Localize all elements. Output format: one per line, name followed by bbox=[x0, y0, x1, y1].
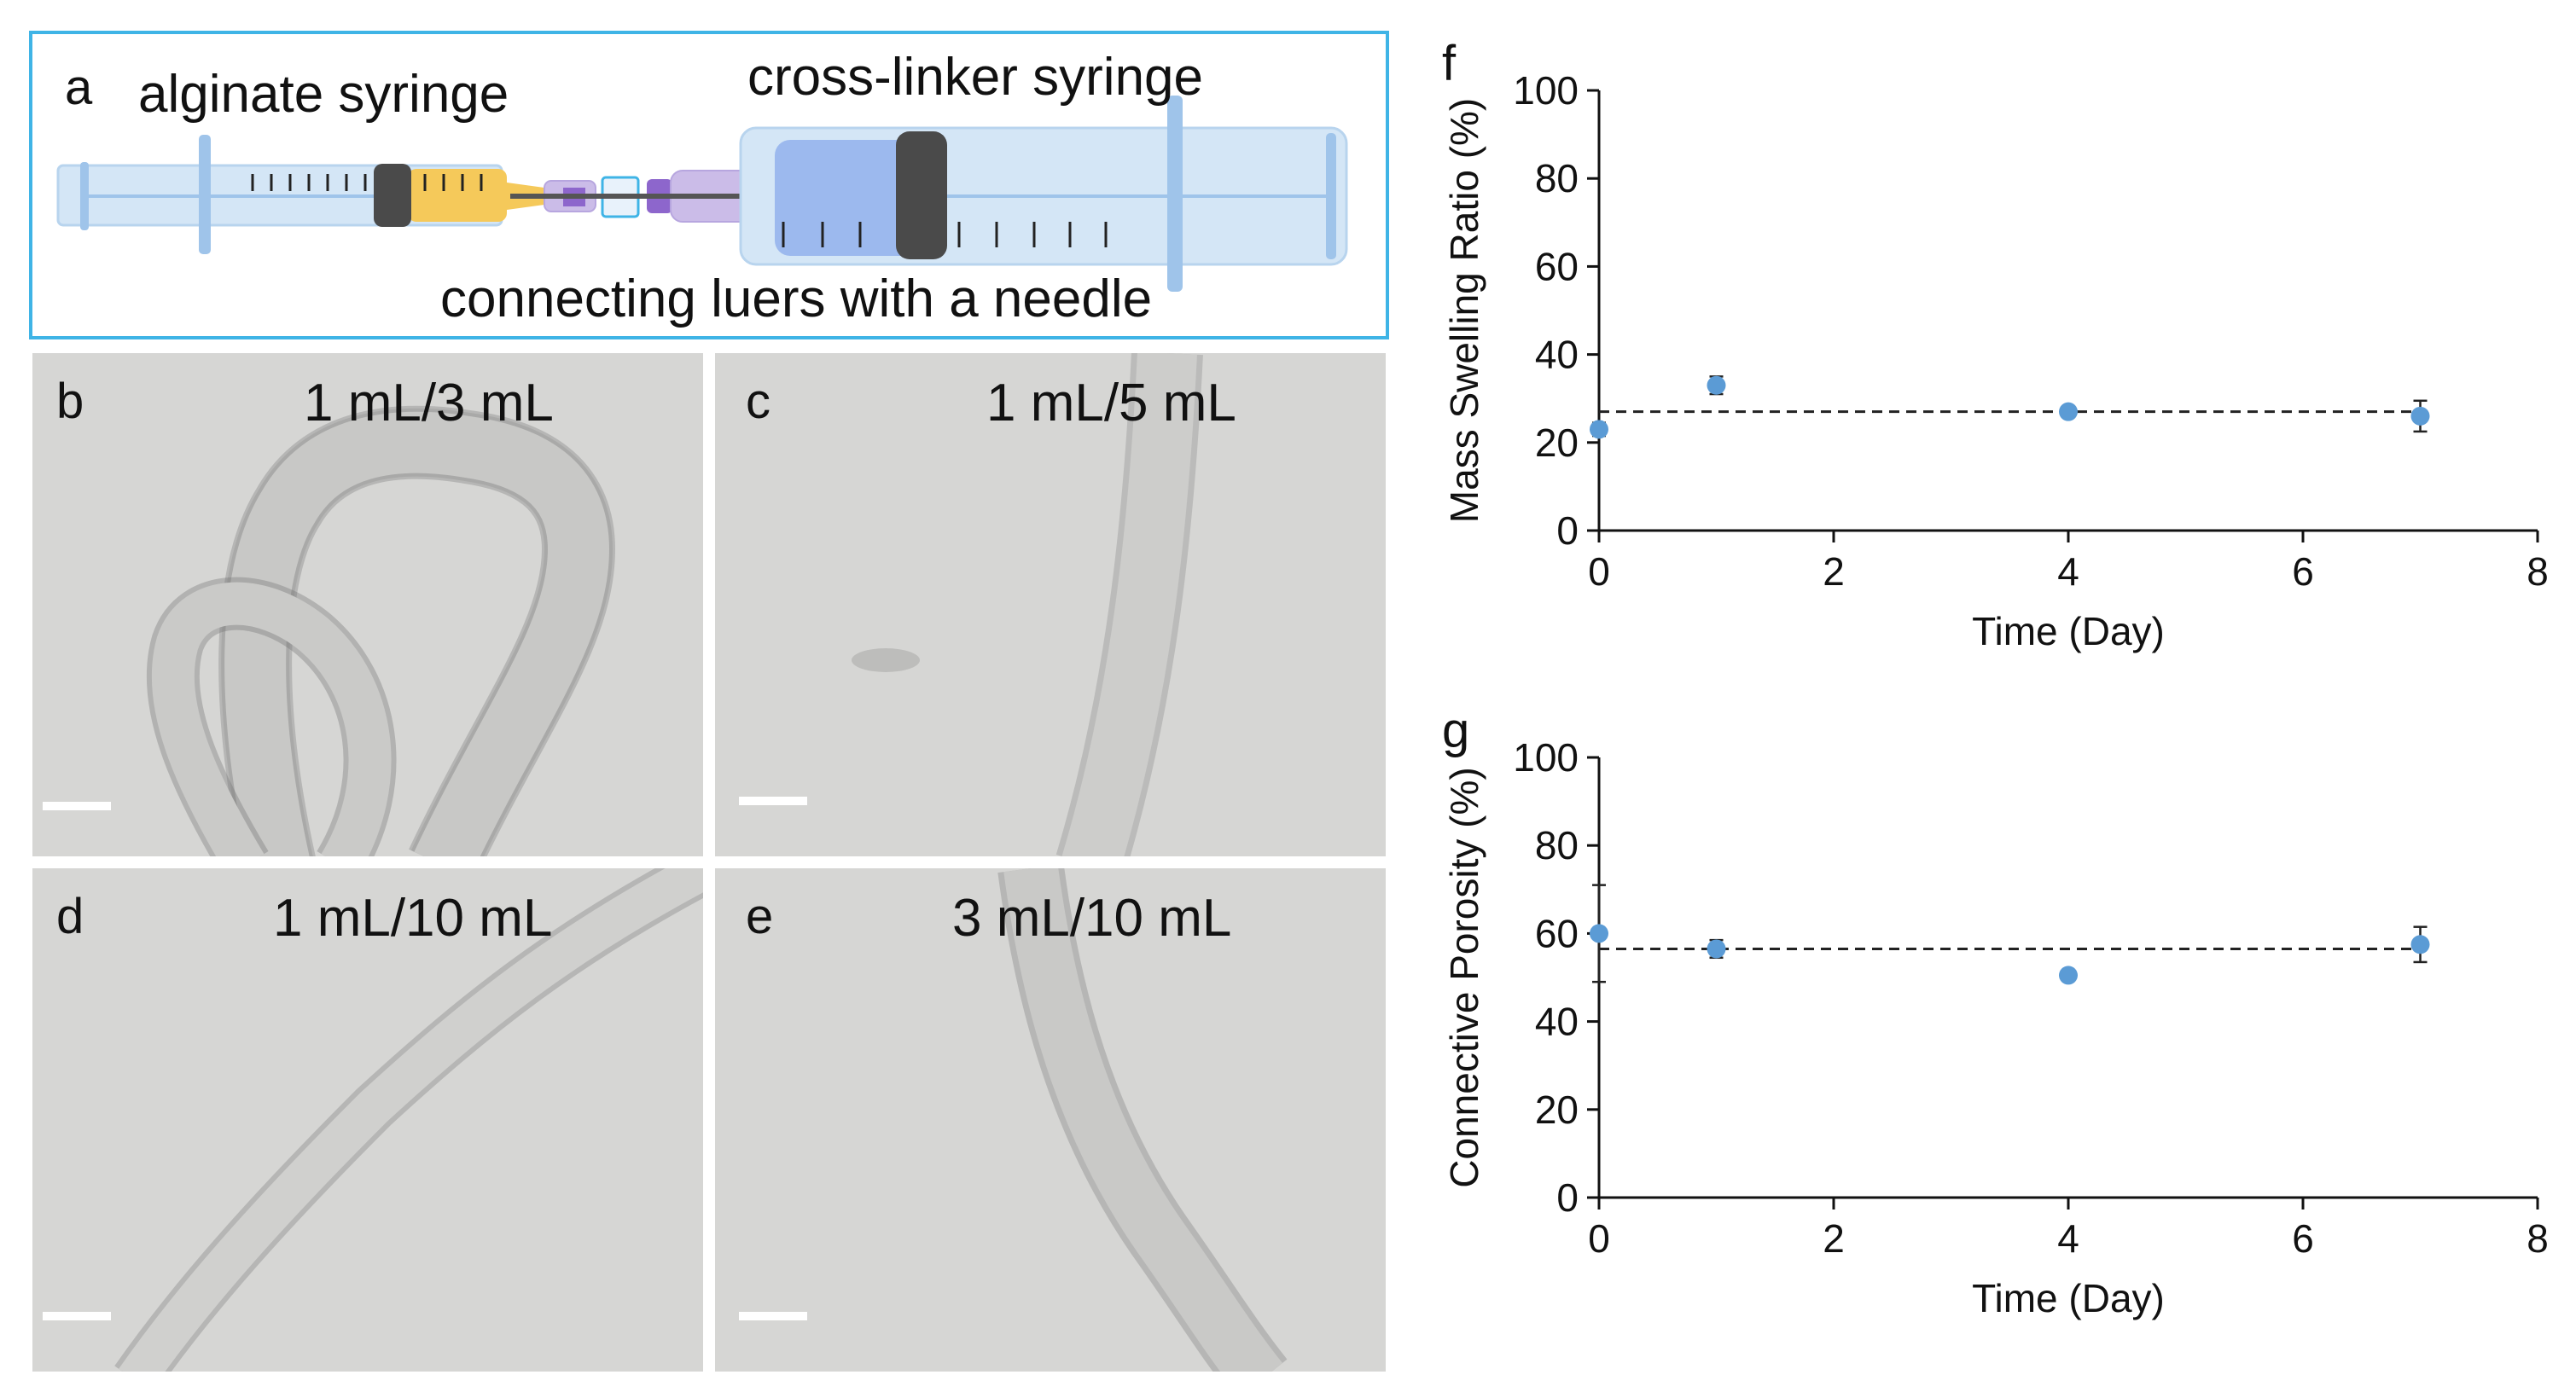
micrograph-c: c 1 mL/5 mL bbox=[715, 353, 1386, 856]
panel-a: a alginate syringe cross-linker syringe … bbox=[29, 31, 1389, 339]
panel-letter-f: f bbox=[1442, 36, 1457, 91]
y-tick-label: 0 bbox=[1556, 1175, 1579, 1220]
scale-bar bbox=[739, 797, 807, 805]
panel-letter-b: b bbox=[56, 374, 84, 429]
x-tick-label: 2 bbox=[1823, 549, 1845, 594]
crosslinker-plunger bbox=[896, 131, 947, 259]
fiber-straight-image bbox=[852, 353, 1203, 856]
y-axis-label: Mass Swelling Ratio (%) bbox=[1442, 98, 1486, 523]
panel-letter-e: e bbox=[746, 889, 774, 944]
y-tick-label: 20 bbox=[1535, 1088, 1579, 1132]
syringe-diagram bbox=[56, 96, 1348, 292]
data-point bbox=[2410, 935, 2430, 954]
x-tick-label: 2 bbox=[1823, 1216, 1845, 1261]
panel-letter-g: g bbox=[1442, 703, 1469, 758]
micrograph-e: e 3 mL/10 mL bbox=[715, 868, 1386, 1372]
scale-bar bbox=[43, 1312, 111, 1320]
alginate-syringe-label: alginate syringe bbox=[138, 65, 509, 124]
micrograph-b-label: 1 mL/3 mL bbox=[304, 374, 554, 432]
x-tick-label: 0 bbox=[1588, 549, 1610, 594]
y-tick-label: 40 bbox=[1535, 1000, 1579, 1044]
x-axis-label: Time (Day) bbox=[1972, 1276, 2165, 1320]
y-tick-label: 80 bbox=[1535, 823, 1579, 867]
y-tick-label: 20 bbox=[1535, 421, 1579, 465]
crosslinker-graduations bbox=[782, 222, 1108, 247]
crosslinker-flange bbox=[1167, 96, 1183, 292]
x-tick-label: 4 bbox=[2057, 549, 2079, 594]
scale-bar bbox=[739, 1312, 807, 1320]
alginate-plunger bbox=[374, 164, 411, 227]
data-point bbox=[2410, 406, 2430, 426]
data-point bbox=[2059, 966, 2078, 985]
x-tick-label: 4 bbox=[2057, 1216, 2079, 1261]
data-point bbox=[2059, 402, 2078, 421]
y-tick-label: 100 bbox=[1513, 68, 1579, 113]
x-tick-label: 8 bbox=[2527, 1216, 2549, 1261]
panel-letter-d: d bbox=[56, 889, 84, 944]
alginate-graduations bbox=[251, 174, 483, 191]
data-point bbox=[1707, 375, 1726, 395]
panel-letter-a: a bbox=[65, 60, 93, 115]
micrograph-d: d 1 mL/10 mL bbox=[32, 868, 703, 1372]
micrograph-b: b 1 mL/3 mL bbox=[32, 353, 703, 856]
x-tick-label: 0 bbox=[1588, 1216, 1610, 1261]
y-tick-label: 60 bbox=[1535, 244, 1579, 288]
y-axis-label: Connective Porosity (%) bbox=[1442, 767, 1486, 1187]
x-tick-label: 6 bbox=[2292, 1216, 2314, 1261]
x-tick-label: 6 bbox=[2292, 549, 2314, 594]
y-tick-label: 40 bbox=[1535, 333, 1579, 377]
data-point bbox=[1590, 420, 1608, 439]
x-axis-label: Time (Day) bbox=[1972, 609, 2165, 653]
fiber-descending-image bbox=[997, 868, 1288, 1372]
scale-bar bbox=[43, 802, 111, 810]
alginate-fluid bbox=[408, 169, 507, 222]
micrograph-e-label: 3 mL/10 mL bbox=[952, 889, 1232, 948]
y-tick-label: 100 bbox=[1513, 735, 1579, 780]
y-tick-label: 0 bbox=[1556, 508, 1579, 553]
connecting-luers-label: connecting luers with a needle bbox=[440, 270, 1153, 328]
micrograph-c-label: 1 mL/5 mL bbox=[986, 374, 1236, 432]
panel-letter-c: c bbox=[746, 374, 770, 429]
fiber-diagonal-image bbox=[114, 868, 703, 1372]
y-tick-label: 80 bbox=[1535, 156, 1579, 200]
crosslinker-plunger-rod-end bbox=[1326, 133, 1336, 259]
micrograph-d-label: 1 mL/10 mL bbox=[273, 889, 553, 948]
y-tick-label: 60 bbox=[1535, 911, 1579, 955]
fiber-loop-image bbox=[146, 405, 616, 856]
data-point bbox=[1590, 924, 1608, 943]
data-point bbox=[1707, 939, 1726, 959]
crosslinker-syringe-label: cross-linker syringe bbox=[747, 48, 1204, 107]
x-tick-label: 8 bbox=[2527, 549, 2549, 594]
